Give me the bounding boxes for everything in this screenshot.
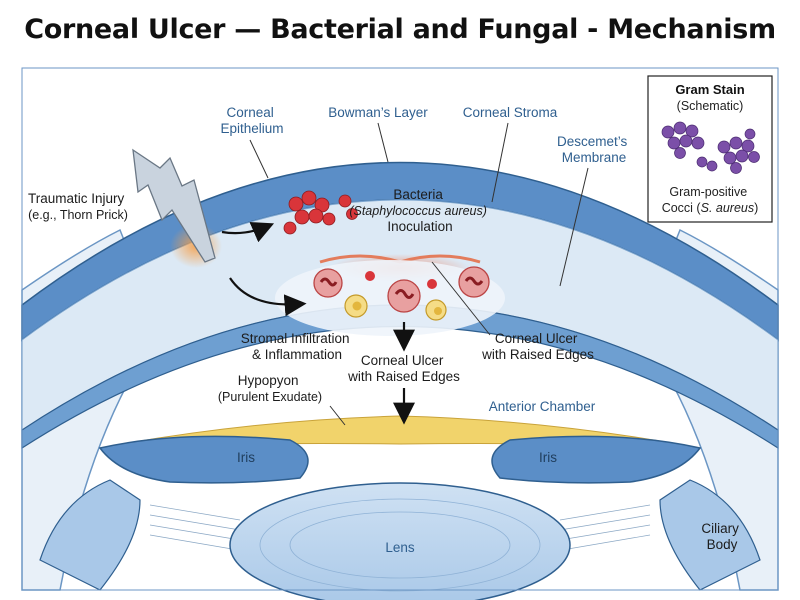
lens-shape [229,482,571,600]
label-corneal-ulcer-right: Corneal Ulcer with Raised Edges [481,331,594,362]
gram-positive-cocci [661,121,760,174]
diagram-frame [21,67,779,591]
label-stromal-infiltration: Stromal Infiltration & Inflammation [241,331,354,362]
label-corneal-stroma: Corneal Stroma [463,105,558,120]
bacteria-cluster [283,190,358,235]
label-corneal-ulcer-center: Corneal Ulcer with Raised Edges [347,353,460,384]
leader-ulcer-right [431,261,491,336]
iris-right-shape [491,435,702,484]
leader-bowman [377,122,389,163]
label-traumatic-injury: Traumatic Injury (e.g., Thorn Prick) [28,191,128,222]
gram-stain-inset: Gram Stain (Schematic) Gram-positive Coc… [647,75,773,223]
iris-left-shape [98,435,309,484]
thorn-shape [132,148,216,263]
gram-stain-caption: Gram-positive Cocci (S. aureus) [662,185,759,215]
leader-hypopyon [329,405,346,426]
gram-stain-subtitle: (Schematic) [677,99,744,113]
leader-epithelium [249,139,269,179]
gram-stain-title: Gram Stain [675,82,744,97]
label-bacteria-inoculation: Bacteria (Staphylococcus aureus) Inocula… [349,187,490,234]
label-hypopyon: Hypopyon (Purulent Exudate) [218,373,322,404]
label-descemets-membrane: Descemet’s Membrane [557,134,631,165]
label-corneal-epithelium: Corneal Epithelium [220,105,283,136]
leader-stroma [491,122,509,203]
arrow-to-infiltration [229,277,307,317]
label-ciliary-body: Ciliary Body [701,521,742,552]
label-lens: Lens [385,540,415,555]
zonule-fibers [149,504,651,551]
inflammatory-cells [313,266,490,321]
anterior-chamber [100,331,700,448]
arrow-to-bacteria [221,222,275,243]
label-iris-left: Iris [237,450,255,465]
label-bowmans-layer: Bowman’s Layer [328,105,428,120]
label-anterior-chamber: Anterior Chamber [489,399,596,414]
label-iris-right: Iris [539,450,557,465]
leader-descemet [559,167,589,287]
diagram-title: Corneal Ulcer — Bacterial and Fungal - M… [24,14,776,45]
